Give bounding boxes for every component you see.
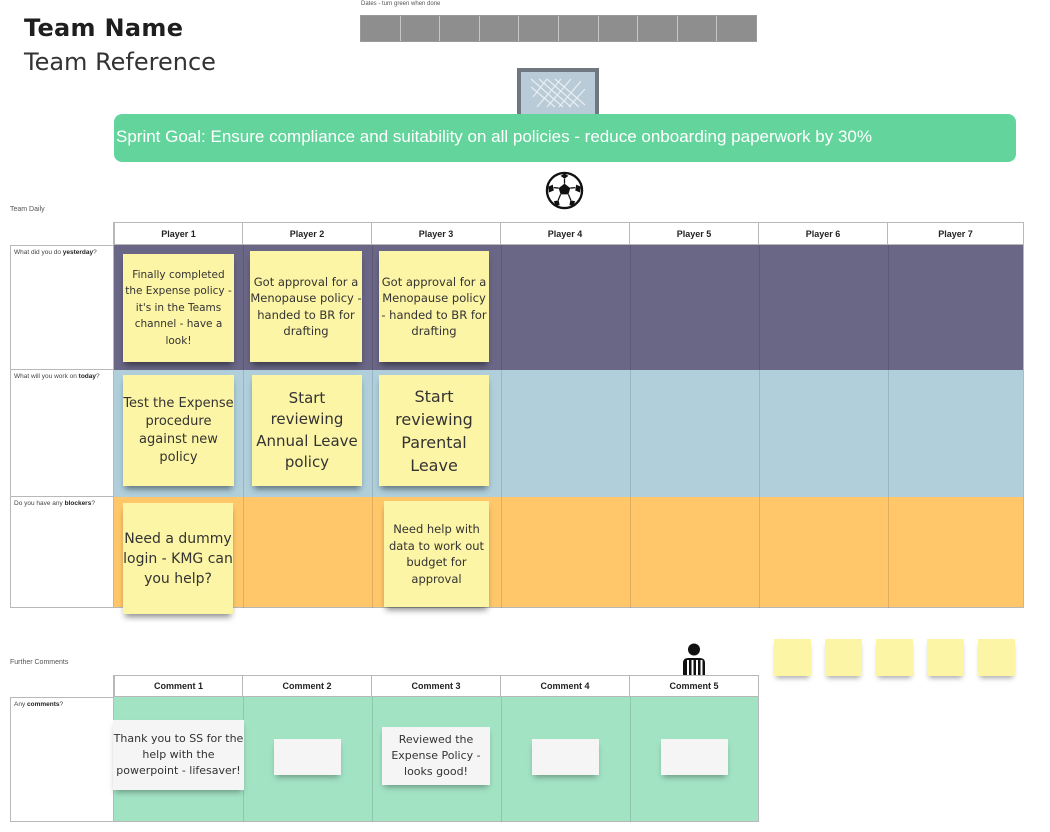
column-divider bbox=[888, 245, 889, 608]
column-divider bbox=[372, 245, 373, 608]
date-cell[interactable] bbox=[519, 16, 559, 41]
sticky-note[interactable]: Start reviewing Parental Leave bbox=[379, 375, 489, 486]
column-divider bbox=[759, 245, 760, 608]
column-header-comment-1: Comment 1 bbox=[114, 675, 243, 697]
comment-card[interactable]: Reviewed the Expense Policy - looks good… bbox=[382, 727, 490, 785]
team-reference: Team Reference bbox=[24, 48, 216, 76]
column-divider bbox=[501, 697, 502, 822]
column-divider bbox=[1023, 245, 1024, 608]
sprint-goal-banner[interactable]: Sprint Goal: Ensure compliance and suita… bbox=[114, 114, 1016, 162]
column-header-player-7: Player 7 bbox=[888, 222, 1024, 245]
blank-sticky-note[interactable] bbox=[876, 639, 913, 676]
date-cell[interactable] bbox=[638, 16, 678, 41]
blank-sticky-note[interactable] bbox=[978, 639, 1015, 676]
sticky-note[interactable]: Finally completed the Expense policy - i… bbox=[123, 254, 234, 362]
football-icon bbox=[545, 171, 584, 210]
referee-icon bbox=[683, 643, 705, 675]
date-cell[interactable] bbox=[677, 16, 718, 41]
blank-sticky-note[interactable] bbox=[774, 639, 811, 676]
column-header-comment-2: Comment 2 bbox=[243, 675, 372, 697]
blank-sticky-note[interactable] bbox=[825, 639, 862, 676]
column-header-player-2: Player 2 bbox=[243, 222, 372, 245]
row-blockers bbox=[114, 497, 1024, 608]
column-divider bbox=[630, 245, 631, 608]
date-cell[interactable] bbox=[558, 16, 599, 41]
comment-card[interactable]: Thank you to SS for the help with the po… bbox=[113, 720, 244, 790]
date-cell[interactable] bbox=[479, 16, 520, 41]
row-label-blockers: Do you have any blockers? bbox=[10, 497, 114, 608]
row-label-today: What will you work on today? bbox=[10, 370, 114, 497]
column-header-comment-3: Comment 3 bbox=[372, 675, 501, 697]
row-label-comments: Any comments? bbox=[10, 697, 114, 822]
date-cell[interactable] bbox=[361, 16, 401, 41]
comment-card[interactable] bbox=[661, 739, 728, 775]
sticky-note[interactable]: Test the Expense procedure against new p… bbox=[123, 375, 234, 486]
date-cell[interactable] bbox=[598, 16, 639, 41]
team-name: Team Name bbox=[24, 14, 184, 42]
column-divider bbox=[372, 697, 373, 822]
sticky-note[interactable]: Start reviewing Annual Leave policy bbox=[252, 375, 362, 486]
column-header-comment-5: Comment 5 bbox=[630, 675, 759, 697]
date-cell[interactable] bbox=[440, 16, 480, 41]
date-cell[interactable] bbox=[717, 16, 756, 41]
column-header-player-4: Player 4 bbox=[501, 222, 630, 245]
sticky-note[interactable]: Need a dummy login - KMG can you help? bbox=[123, 503, 233, 614]
column-divider bbox=[630, 697, 631, 822]
dates-strip bbox=[360, 15, 757, 42]
header-corner bbox=[10, 222, 114, 245]
dates-label: Dates - turn green when done bbox=[361, 1, 441, 7]
further-comments-label: Further Comments bbox=[10, 659, 69, 666]
comment-card[interactable] bbox=[274, 739, 341, 775]
sticky-note[interactable]: Got approval for a Menopause policy - ha… bbox=[250, 251, 362, 362]
column-header-player-1: Player 1 bbox=[114, 222, 243, 245]
date-cell[interactable] bbox=[400, 16, 441, 41]
column-header-comment-4: Comment 4 bbox=[501, 675, 630, 697]
row-label-yesterday: What did you do yesterday? bbox=[10, 245, 114, 370]
column-divider bbox=[243, 245, 244, 608]
column-header-player-6: Player 6 bbox=[759, 222, 888, 245]
team-daily-label: Team Daily bbox=[10, 206, 45, 213]
football-goal-icon bbox=[517, 68, 599, 127]
column-header-player-3: Player 3 bbox=[372, 222, 501, 245]
sticky-note[interactable]: Got approval for a Menopause policy - ha… bbox=[379, 251, 489, 362]
column-header-player-5: Player 5 bbox=[630, 222, 759, 245]
column-divider bbox=[501, 245, 502, 608]
header-corner bbox=[10, 675, 114, 697]
blank-sticky-note[interactable] bbox=[927, 639, 964, 676]
comment-card[interactable] bbox=[532, 739, 599, 775]
sticky-note[interactable]: Need help with data to work out budget f… bbox=[384, 501, 489, 607]
